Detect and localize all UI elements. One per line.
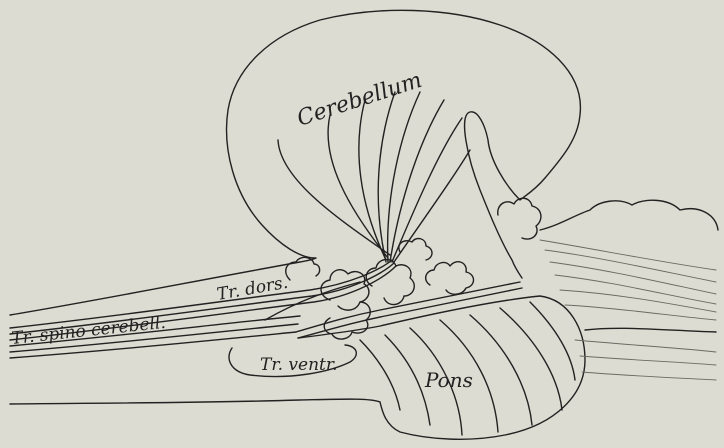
right-fiber-line <box>575 340 716 352</box>
cerebellum-fiber <box>328 115 388 258</box>
cerebellum-fiber <box>388 92 420 262</box>
lobule-cluster <box>286 257 320 280</box>
right-fiber-line <box>580 356 716 365</box>
medulla-lower-border <box>10 399 380 404</box>
right-fiber-line <box>540 240 716 270</box>
cerebellum-outline <box>227 10 581 278</box>
midbrain-lower-outline <box>585 328 716 332</box>
label-cerebellum: Cerebellum <box>294 68 425 132</box>
right-fiber-line <box>565 305 716 320</box>
label-tr-ventr: Tr. ventr. <box>260 355 338 375</box>
pons-striation <box>530 302 575 380</box>
right-fiber-line <box>560 290 716 312</box>
lobule-cluster <box>426 262 474 295</box>
ventral-tract <box>296 282 520 332</box>
spino-cerebellar-tract <box>10 260 392 328</box>
midbrain-outline <box>540 200 718 230</box>
label-pons: Pons <box>424 368 473 392</box>
pons-striation <box>470 315 532 425</box>
lobule-cluster <box>498 198 541 239</box>
cerebellum-fiber <box>390 100 444 262</box>
pons-striation <box>500 308 562 410</box>
right-fiber-line <box>555 275 716 304</box>
lobule-cluster <box>399 239 432 260</box>
pons-striation <box>385 335 430 425</box>
cerebellum-fiber <box>378 92 395 262</box>
ventral-tract <box>298 288 522 338</box>
right-fiber-line <box>582 372 716 380</box>
cerebellum-fiber <box>394 150 470 262</box>
